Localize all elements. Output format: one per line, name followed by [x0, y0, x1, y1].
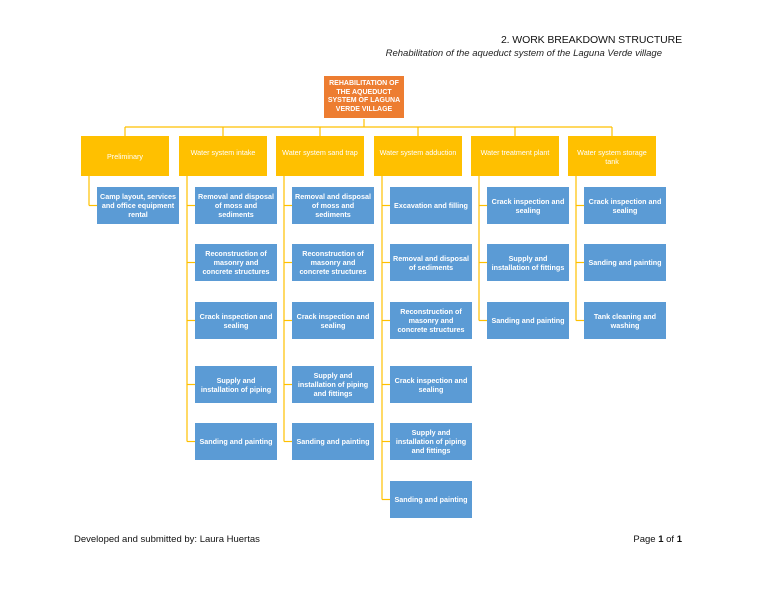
- footer-developed-by: Developed and submitted by: Laura Huerta…: [74, 534, 260, 545]
- task-node: Sanding and painting: [584, 244, 666, 281]
- task-label: Sanding and painting: [394, 495, 468, 504]
- task-label: Reconstruction of masonry and concrete s…: [299, 249, 367, 276]
- category-node: Water treatment plant: [471, 136, 559, 176]
- task-node: Supply and installation of fittings: [487, 244, 569, 281]
- task-label: Supply and installation of fittings: [491, 253, 565, 272]
- task-node: Crack inspection and sealing: [390, 366, 472, 403]
- category-label: Preliminary: [107, 151, 143, 161]
- task-node: Camp layout, services and office equipme…: [97, 187, 179, 224]
- task-label: Crack inspection and sealing: [394, 375, 468, 394]
- category-node: Water system adduction: [374, 136, 462, 176]
- task-node: Crack inspection and sealing: [292, 302, 374, 339]
- task-label: Reconstruction of masonry and concrete s…: [397, 307, 465, 334]
- task-label: Crack inspection and sealing: [588, 196, 662, 215]
- task-label: Removal and disposal of sediments: [393, 253, 469, 272]
- task-label: Sanding and painting: [296, 437, 370, 446]
- category-label: Water treatment plant: [480, 148, 550, 157]
- category-node: Preliminary: [81, 136, 169, 176]
- task-label: Supply and installation of piping and fi…: [395, 428, 467, 455]
- task-node: Removal and disposal of sediments: [390, 244, 472, 281]
- page-prefix: Page: [633, 534, 656, 545]
- task-label: Removal and disposal of moss and sedimen…: [295, 192, 371, 219]
- category-node: Water system sand trap: [276, 136, 364, 176]
- task-node: Sanding and painting: [487, 302, 569, 339]
- task-node: Sanding and painting: [292, 423, 374, 460]
- page-current: 1: [658, 534, 664, 545]
- task-label: Excavation and filling: [394, 201, 468, 210]
- task-node: Supply and installation of piping: [195, 366, 277, 403]
- task-label: Supply and installation of piping: [200, 375, 272, 394]
- task-node: Supply and installation of piping and fi…: [292, 366, 374, 403]
- category-node: Water system storage tank: [568, 136, 656, 176]
- category-label: Water system intake: [190, 148, 256, 157]
- task-node: Reconstruction of masonry and concrete s…: [292, 244, 374, 281]
- task-node: Excavation and filling: [390, 187, 472, 224]
- task-label: Camp layout, services and office equipme…: [100, 192, 176, 219]
- task-label: Tank cleaning and washing: [593, 311, 657, 330]
- task-node: Sanding and painting: [390, 481, 472, 518]
- task-label: Sanding and painting: [491, 316, 565, 325]
- task-node: Removal and disposal of moss and sedimen…: [195, 187, 277, 224]
- task-node: Supply and installation of piping and fi…: [390, 423, 472, 460]
- task-node: Sanding and painting: [195, 423, 277, 460]
- task-label: Crack inspection and sealing: [199, 311, 273, 330]
- task-label: Sanding and painting: [588, 258, 662, 267]
- task-label: Crack inspection and sealing: [296, 311, 370, 330]
- task-label: Supply and installation of piping and fi…: [297, 371, 369, 398]
- task-node: Crack inspection and sealing: [584, 187, 666, 224]
- root-node: REHABILITATION OF THE AQUEDUCT SYSTEM OF…: [323, 75, 405, 119]
- root-node-label: REHABILITATION OF THE AQUEDUCT SYSTEM OF…: [327, 80, 401, 113]
- task-label: Crack inspection and sealing: [491, 196, 565, 215]
- task-node: Crack inspection and sealing: [195, 302, 277, 339]
- document-title: 2. WORK BREAKDOWN STRUCTURE: [500, 34, 682, 46]
- page-of: of: [666, 534, 675, 545]
- task-label: Reconstruction of masonry and concrete s…: [202, 249, 270, 276]
- task-node: Reconstruction of masonry and concrete s…: [195, 244, 277, 281]
- category-label: Water system adduction: [379, 148, 457, 157]
- category-label: Water system sand trap: [282, 148, 358, 157]
- task-label: Sanding and painting: [199, 437, 273, 446]
- task-node: Tank cleaning and washing: [584, 302, 666, 339]
- task-node: Crack inspection and sealing: [487, 187, 569, 224]
- category-label: Water system storage tank: [577, 148, 647, 166]
- task-label: Removal and disposal of moss and sedimen…: [198, 192, 274, 219]
- task-node: Reconstruction of masonry and concrete s…: [390, 302, 472, 339]
- category-node: Water system intake: [179, 136, 267, 176]
- task-node: Removal and disposal of moss and sedimen…: [292, 187, 374, 224]
- document-subtitle: Rehabilitation of the aqueduct system of…: [385, 48, 662, 59]
- footer-page-number: Page 1 of 1: [633, 534, 682, 545]
- page-total: 1: [676, 534, 682, 545]
